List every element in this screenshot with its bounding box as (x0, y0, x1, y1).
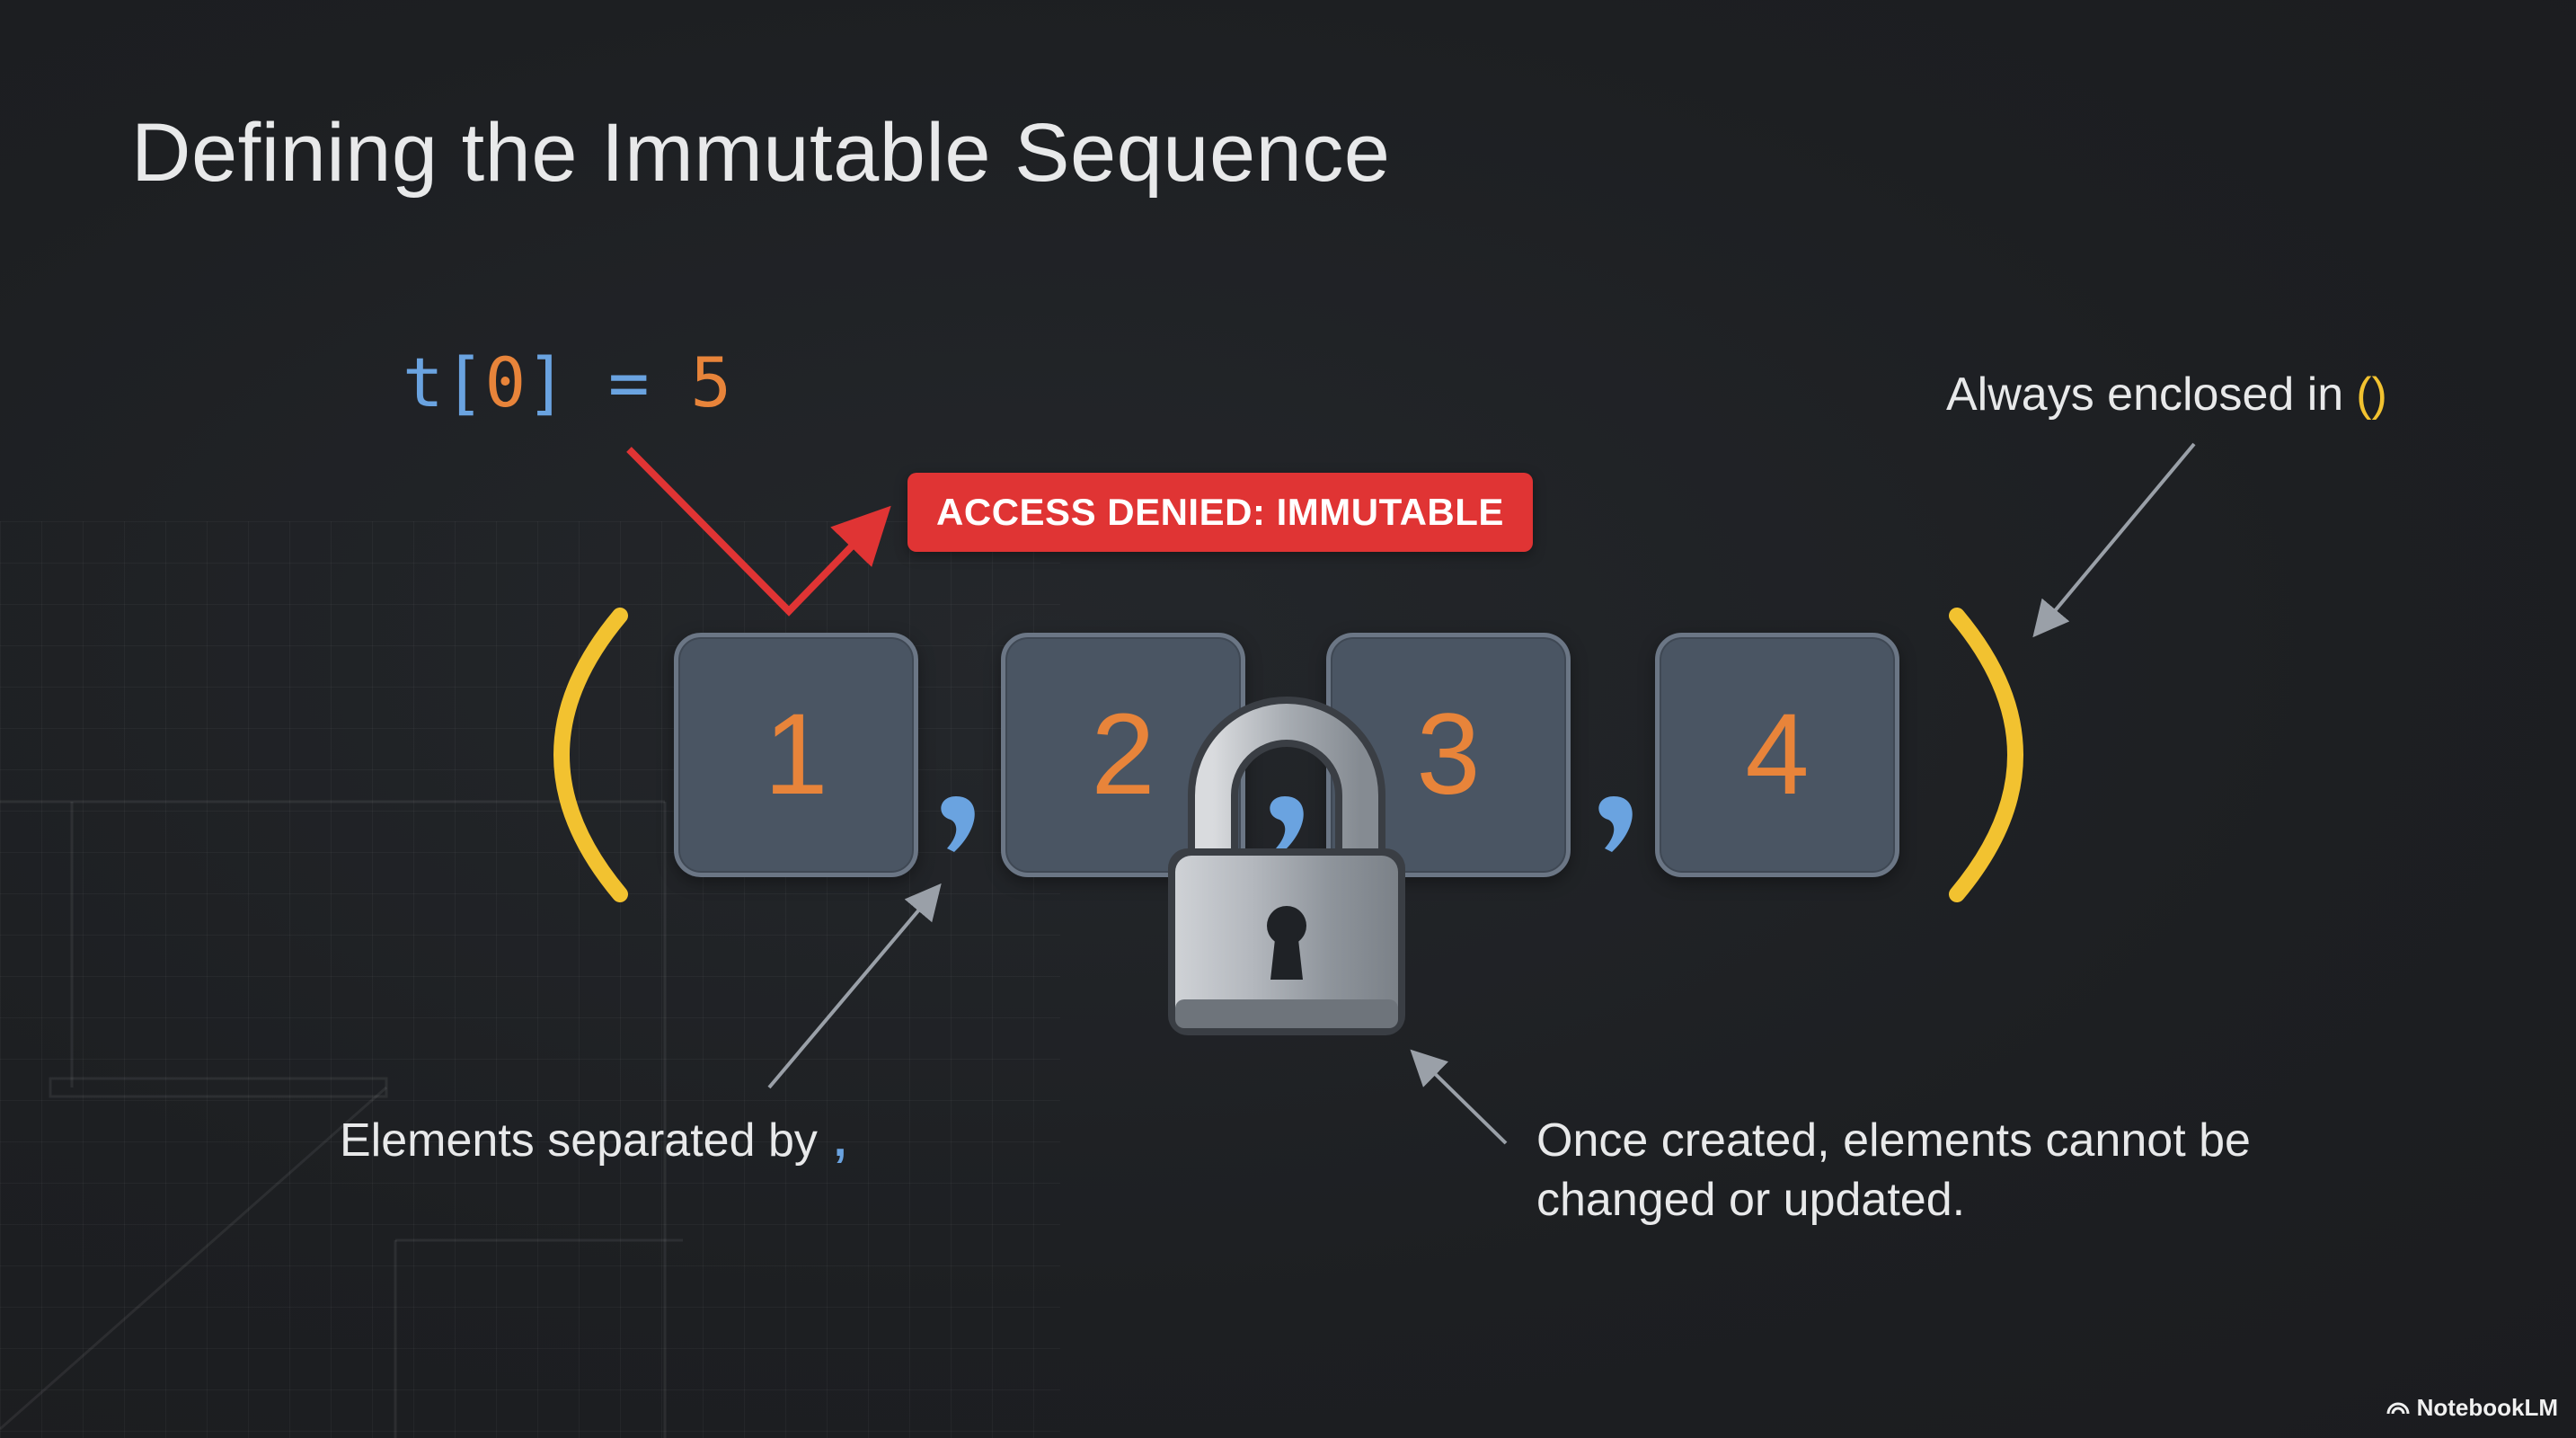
code-open-bracket: [ (443, 342, 485, 422)
comma-3 (1598, 796, 1633, 852)
tuple-element-box: 4 (1655, 633, 1899, 877)
annotation-parens: Always enclosed in() (1946, 365, 2387, 424)
annotation-commas: Elements separated by, (340, 1111, 846, 1170)
comma-glyph: , (833, 1114, 847, 1167)
close-paren (1949, 608, 2023, 902)
tuple-element-box: 2 (1001, 633, 1245, 877)
background-schematic (0, 800, 683, 1438)
annotation-immutable: Once created, elements cannot be changed… (1536, 1114, 2251, 1226)
notebooklm-logo-icon (2386, 1394, 2410, 1422)
comma-1 (941, 796, 975, 852)
open-paren (553, 608, 628, 902)
annotation-commas-text: Elements separated by (340, 1114, 818, 1167)
slide-title: Defining the Immutable Sequence (131, 107, 1391, 199)
watermark-text: NotebookLM (2416, 1394, 2558, 1421)
notebooklm-watermark: NotebookLM (2386, 1394, 2558, 1422)
comma-2 (1270, 796, 1304, 852)
code-close-bracket: ] (526, 342, 568, 422)
code-index: 0 (484, 342, 527, 422)
tuple-element-box: 3 (1326, 633, 1571, 877)
annotation-parens-text: Always enclosed in (1946, 368, 2344, 421)
arrow-to-comma (767, 883, 942, 1089)
code-snippet: t[0] = 5 (403, 349, 731, 417)
paren-glyph: () (2356, 368, 2387, 421)
error-arrow (626, 447, 891, 617)
code-operator: = (567, 342, 691, 422)
tuple-element-box: 1 (674, 633, 918, 877)
arrow-to-lock (1410, 1049, 1508, 1145)
access-denied-badge: ACCESS DENIED: IMMUTABLE (907, 473, 1533, 552)
code-value: 5 (690, 342, 732, 422)
arrow-to-paren (2032, 442, 2196, 638)
code-variable: t (403, 342, 444, 422)
